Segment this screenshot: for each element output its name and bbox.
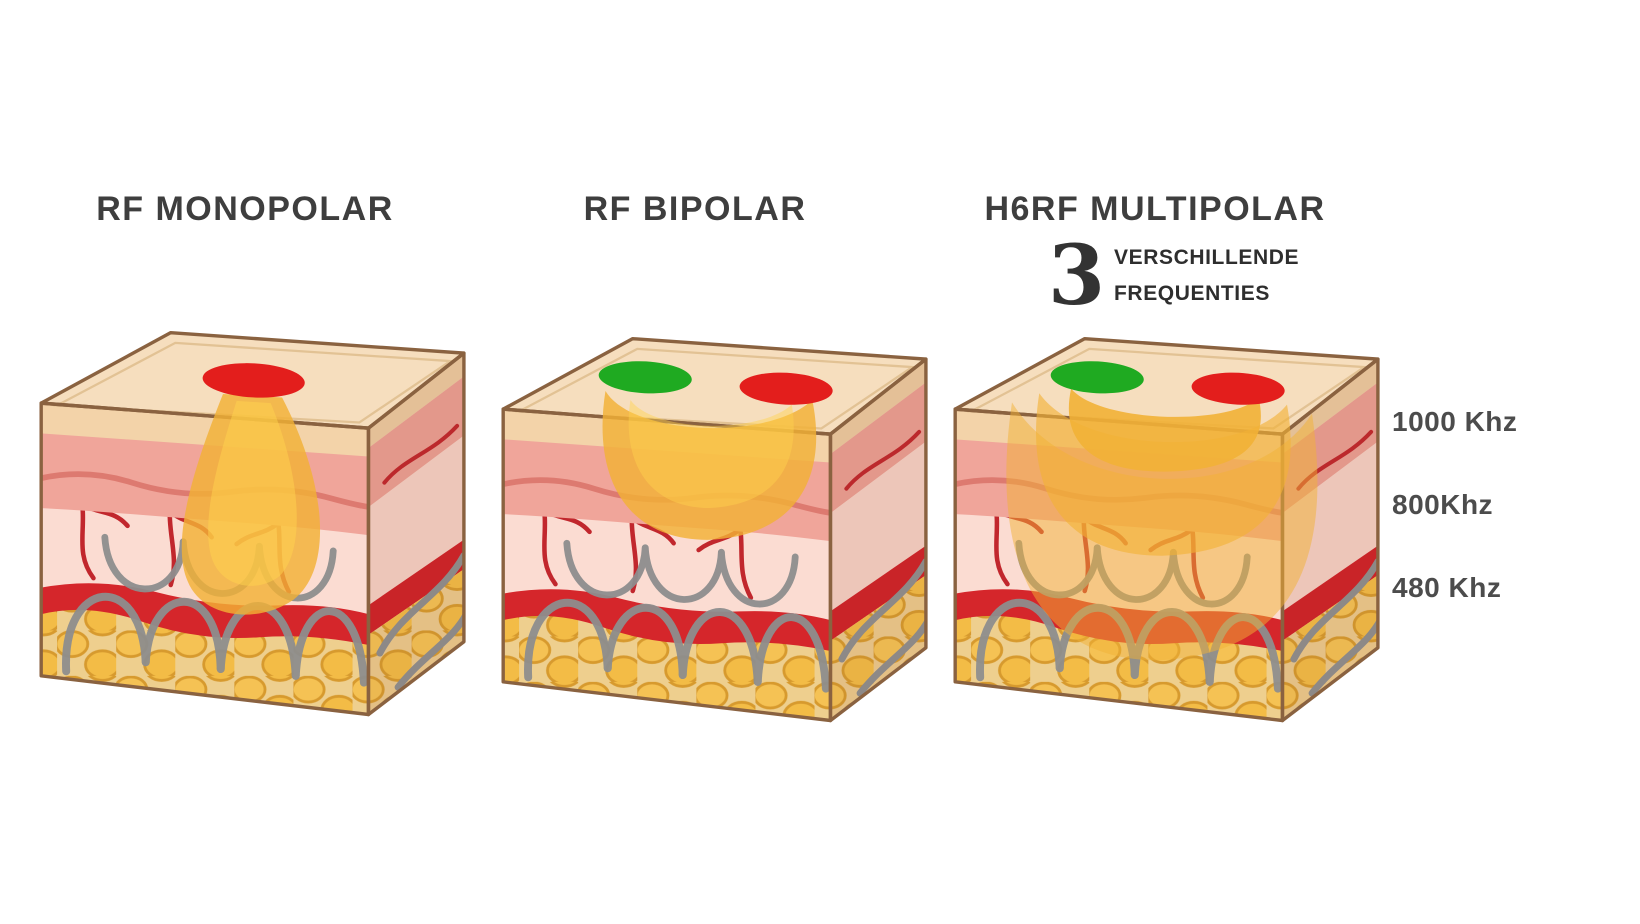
frequencies-note: VERSCHILLENDE FREQUENTIES: [1114, 246, 1299, 306]
energy-field-shallow-1000khz: [1068, 388, 1261, 472]
energy-field-cone: [181, 394, 321, 615]
monopolar-skin-block: [0, 312, 498, 767]
electrode-green-icon: [1050, 361, 1144, 394]
panel-title-monopolar: RF MONOPOLAR: [96, 190, 394, 228]
panel-title-bipolar: RF BIPOLAR: [583, 190, 807, 228]
frequency-label-480khz: 480 Khz: [1392, 572, 1502, 603]
frequencies-note-line2: FREQUENTIES: [1114, 282, 1270, 305]
frequency-label-1000khz: 1000 Khz: [1392, 406, 1518, 437]
energy-field-crescent: [602, 390, 817, 540]
frequencies-note-line1: VERSCHILLENDE: [1114, 246, 1300, 269]
electrode-red-icon: [1191, 372, 1285, 405]
electrode-green-icon: [598, 361, 692, 394]
panel-title-multipolar: H6RF MULTIPOLAR: [984, 190, 1326, 228]
frequencies-count: 3: [1048, 228, 1106, 324]
electrode-red-icon: [739, 372, 833, 405]
electrode-red-icon: [202, 363, 305, 398]
bipolar-skin-block: [460, 318, 960, 773]
multipolar-skin-block: [912, 318, 1412, 773]
frequency-label-800khz: 800Khz: [1392, 489, 1494, 520]
